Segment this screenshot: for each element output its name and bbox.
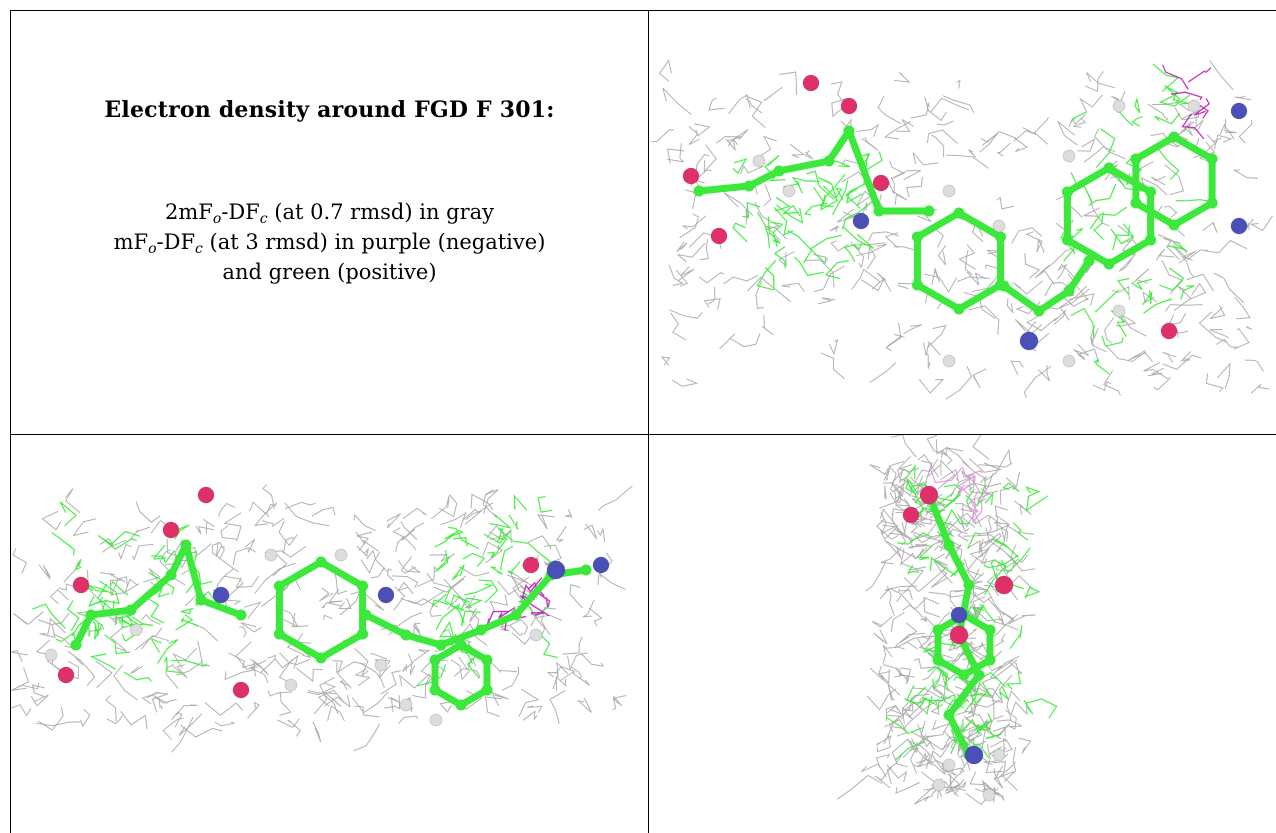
aromatic-ring-2: [1061, 162, 1157, 270]
oxygen-atom: [872, 174, 890, 192]
table-left-border: [10, 10, 11, 833]
oxygen-atom: [522, 556, 540, 574]
aromatic-ring: [911, 207, 1007, 315]
oxygen-atom: [682, 167, 700, 185]
oxygen-atom: [994, 575, 1014, 595]
hydrogen-atom: [264, 548, 278, 562]
hydrogen-atom: [992, 748, 1006, 762]
nitrogen-atom: [592, 556, 610, 574]
density-view-bottom-right: [649, 435, 1276, 833]
hydrogen-atom: [1112, 99, 1126, 113]
hydrogen-atom: [782, 184, 796, 198]
oxygen-atom: [902, 506, 920, 524]
oxygen-atom: [232, 681, 250, 699]
negative-density-mesh: [930, 466, 991, 525]
figure-table: Electron density around FGD F 301: 2mFo-…: [10, 10, 1276, 833]
carbon-chain: [70, 539, 247, 651]
nitrogen-atom: [964, 745, 984, 765]
oxygen-atom: [949, 625, 969, 645]
nitrogen-atom: [1230, 217, 1248, 235]
oxygen-atom: [919, 485, 939, 505]
hydrogen-atom: [992, 219, 1006, 233]
oxygen-atom: [802, 74, 820, 92]
oxygen-atom: [1160, 322, 1178, 340]
nitrogen-atom: [1230, 102, 1248, 120]
nitrogen-atom: [950, 606, 968, 624]
carbon-chain-2: [998, 255, 1095, 317]
nitrogen-atom: [546, 560, 566, 580]
hydrogen-atom: [1062, 149, 1076, 163]
hydrogen-atom: [982, 788, 996, 802]
oxygen-atom: [197, 486, 215, 504]
carbon-chain: [693, 125, 935, 217]
nitrogen-atom: [852, 212, 870, 230]
hydrogen-atom: [399, 698, 413, 712]
table-top-border: [10, 10, 1276, 11]
hydrogen-atom: [752, 154, 766, 168]
aromatic-ring: [932, 609, 996, 681]
caption-cell: Electron density around FGD F 301: 2mFo-…: [11, 11, 648, 434]
molecule-render-2: [11, 484, 633, 753]
caption-legend: 2mFo-DFc (at 0.7 rmsd) in gray mFo-DFc (…: [114, 197, 546, 287]
aromatic-ring: [273, 556, 369, 664]
nitrogen-atom: [377, 586, 395, 604]
oxygen-atom: [710, 227, 728, 245]
hydrogen-atom: [374, 658, 388, 672]
aromatic-ring-2: [429, 639, 493, 711]
hydrogen-atom: [1112, 304, 1126, 318]
hydrogen-atom: [942, 758, 956, 772]
hydrogen-atom: [1187, 99, 1201, 113]
hydrogen-atom: [1062, 354, 1076, 368]
hydrogen-atom: [334, 548, 348, 562]
oxygen-atom: [72, 576, 90, 594]
table-middle-row-border: [10, 434, 1276, 435]
hydrogen-atom: [44, 648, 58, 662]
molecule-render-1: [651, 59, 1274, 400]
legend-line-gray: 2mFo-DFc (at 0.7 rmsd) in gray: [164, 200, 495, 227]
gray-density-mesh: [651, 59, 1274, 400]
table-middle-border: [648, 10, 649, 833]
legend-line-difference: mFo-DFc (at 3 rmsd) in purple (negative): [113, 230, 546, 257]
density-view-top-right: [649, 11, 1276, 434]
hydrogen-atom: [942, 184, 956, 198]
hydrogen-atom: [284, 678, 298, 692]
hydrogen-atom: [942, 354, 956, 368]
nitrogen-atom: [212, 586, 230, 604]
molecule-render-3: [837, 435, 1058, 806]
positive-density-mesh: [732, 151, 883, 291]
oxygen-atom: [57, 666, 75, 684]
hydrogen-atom: [429, 713, 443, 727]
hydrogen-atom: [529, 628, 543, 642]
aromatic-ring-3: [1130, 131, 1218, 231]
oxygen-atom: [840, 97, 858, 115]
nitrogen-atom: [1019, 331, 1039, 351]
oxygen-atom: [162, 521, 180, 539]
hydrogen-atom: [932, 778, 946, 792]
gray-density-mesh: [11, 484, 633, 753]
hydrogen-atom: [129, 623, 143, 637]
density-view-bottom-left: [11, 435, 648, 833]
caption-title: Electron density around FGD F 301:: [104, 97, 555, 123]
legend-line-positive: and green (positive): [222, 260, 437, 284]
